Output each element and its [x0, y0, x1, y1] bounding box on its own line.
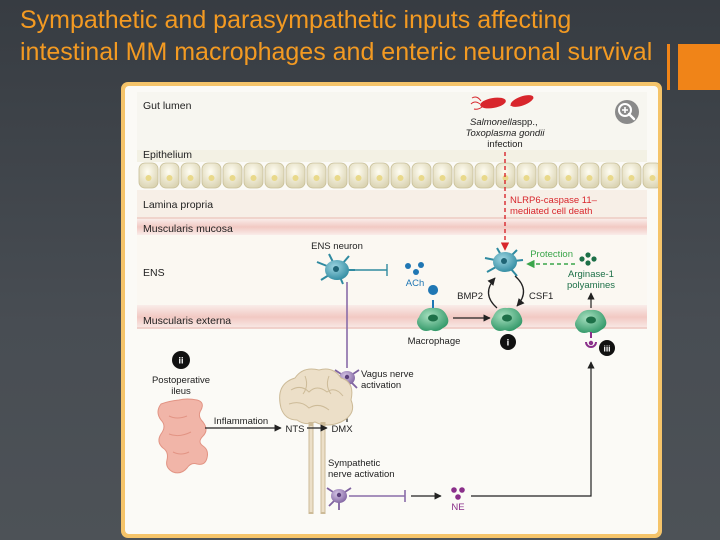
ens-band: [137, 235, 647, 305]
epithelial-nucleus: [334, 175, 341, 181]
epithelium-band: [137, 150, 647, 162]
epithelial-nucleus: [271, 175, 278, 181]
marker-ii-label: ii: [178, 356, 183, 366]
epithelial-nucleus: [628, 175, 635, 181]
label-infection: infection: [487, 139, 522, 150]
label-postop-2: ileus: [171, 386, 191, 397]
gut-lumen-band: [137, 92, 647, 150]
adrenergic-receptor-icon: [585, 332, 597, 348]
label-ach: ACh: [406, 278, 424, 289]
epithelial-nucleus: [586, 175, 593, 181]
epithelial-nucleus: [481, 175, 488, 181]
polyamine-molecules-icon: [579, 252, 597, 266]
slide-title: Sympathetic and parasympathetic inputs a…: [20, 6, 653, 66]
marker-iii-label: iii: [603, 344, 610, 354]
epithelial-nucleus: [250, 175, 257, 181]
label-muscularis-mucosa: Muscularis mucosa: [143, 223, 233, 235]
label-vagus-1: Vagus nerve: [361, 369, 414, 380]
label-lamina-propria: Lamina propria: [143, 199, 213, 211]
label-nlrp6-2: mediated cell death: [510, 206, 592, 217]
accent-bar-thin: [667, 44, 670, 90]
epithelial-nucleus: [376, 175, 383, 181]
epithelial-nucleus: [187, 175, 194, 181]
label-arginase-1: Arginase-1: [568, 269, 614, 280]
epithelial-nucleus: [544, 175, 551, 181]
epithelial-nucleus: [418, 175, 425, 181]
marker-iii-badge: [599, 340, 615, 356]
arrow-ne-to-macrophage: [471, 361, 595, 497]
epithelial-nucleus: [565, 175, 572, 181]
intestine-icon: [157, 398, 208, 474]
epithelial-nucleus: [502, 175, 509, 181]
label-ens: ENS: [143, 267, 165, 279]
epithelial-nucleus: [208, 175, 215, 181]
norepinephrine-molecules-icon: [451, 487, 465, 500]
epithelial-nucleus: [523, 175, 530, 181]
epithelial-nucleus: [649, 175, 656, 181]
epithelial-nucleus: [229, 175, 236, 181]
zoom-magnifier-icon[interactable]: [615, 100, 639, 124]
label-vagus-2: activation: [361, 380, 401, 391]
epithelial-nucleus: [145, 175, 152, 181]
label-ne: NE: [451, 502, 464, 513]
ens-neuron-center-cell: [484, 247, 524, 277]
epithelial-nucleus: [460, 175, 467, 181]
label-dmx: DMX: [331, 424, 353, 435]
epithelial-nucleus: [355, 175, 362, 181]
label-csf1: CSF1: [529, 291, 553, 302]
label-protection: Protection: [530, 249, 573, 260]
accent-bar-thick: [678, 44, 720, 90]
figure-panel: Gut lumen Epithelium Lamina propria Musc…: [125, 86, 658, 534]
label-nts: NTS: [286, 424, 305, 435]
ach-molecules-icon: [405, 262, 424, 275]
label-epithelium: Epithelium: [143, 149, 192, 161]
epithelial-nucleus: [607, 175, 614, 181]
epithelial-nucleus: [439, 175, 446, 181]
label-spp: spp.,: [517, 117, 538, 128]
label-nlrp6-1: NLRP6-caspase 11–: [510, 195, 598, 206]
muscularis-mucosa-band: [137, 219, 647, 235]
arrow-bmp2: [487, 277, 498, 309]
label-macrophage: Macrophage: [408, 336, 461, 347]
brain-icon: [279, 368, 354, 514]
label-arginase-2: polyamines: [567, 280, 615, 291]
marker-i-label: i: [507, 338, 510, 349]
label-sympathetic-1: Sympathetic: [328, 458, 381, 469]
macrophage-right-cell: [575, 309, 607, 334]
cholinergic-receptor-icon: [428, 285, 439, 308]
label-bmp2: BMP2: [457, 291, 483, 302]
salmonella-bacterium-icon: [470, 96, 506, 110]
muscularis-externa-band: [137, 305, 647, 329]
label-muscularis-externa: Muscularis externa: [143, 315, 231, 327]
label-salmonella: Salmonella: [470, 117, 517, 128]
label-ens-neuron: ENS neuron: [311, 241, 363, 252]
toxoplasma-parasite-icon: [510, 95, 534, 107]
marker-ii-badge: [172, 351, 190, 369]
label-gut-lumen: Gut lumen: [143, 100, 192, 112]
label-sympathetic-2: nerve activation: [328, 469, 395, 480]
ens-neuron-cell: [316, 253, 388, 285]
pathway-diagram: Gut lumen Epithelium Lamina propria Musc…: [137, 92, 658, 514]
epithelial-nucleus: [292, 175, 299, 181]
epithelial-nucleus: [166, 175, 173, 181]
epithelial-cell: [642, 162, 658, 189]
epithelial-cells: [138, 162, 658, 189]
label-inflammation: Inflammation: [214, 416, 268, 427]
label-postop-1: Postoperative: [152, 375, 210, 386]
macrophage-center-cell: [491, 307, 523, 332]
epithelial-nucleus: [313, 175, 320, 181]
marker-i-badge: [500, 334, 516, 350]
macrophage-left-cell: [417, 307, 449, 332]
figure-frame: Gut lumen Epithelium Lamina propria Musc…: [121, 82, 662, 538]
epithelial-nucleus: [397, 175, 404, 181]
arrow-csf1: [514, 275, 525, 307]
label-toxoplasma: Toxoplasma gondii: [466, 128, 546, 139]
sympathetic-neuron-cell: [326, 487, 352, 510]
